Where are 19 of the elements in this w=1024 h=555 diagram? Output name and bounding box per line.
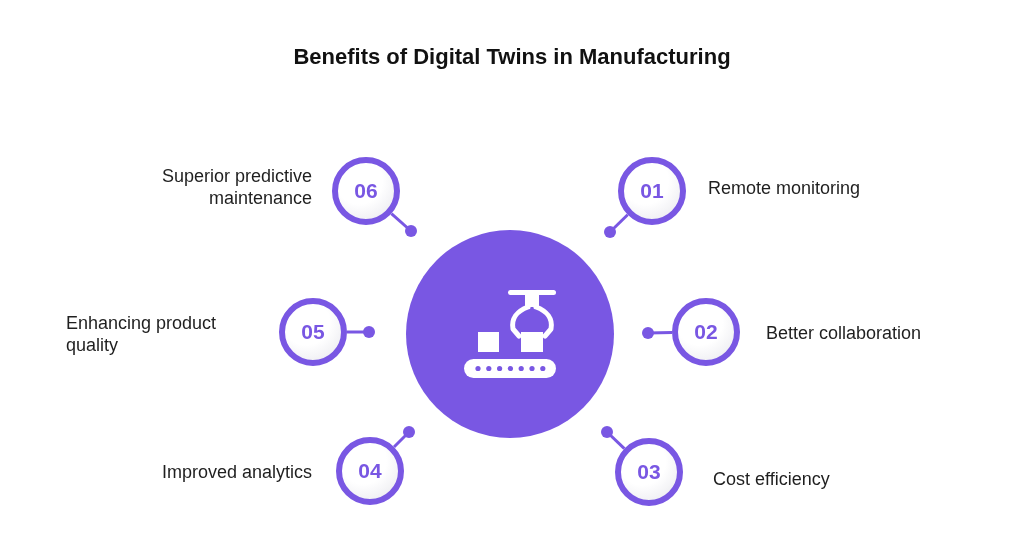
- benefit-label: Improved analytics: [160, 461, 312, 483]
- connector-line: [392, 426, 415, 449]
- step-number: 06: [354, 179, 378, 203]
- connector-line: [601, 426, 626, 450]
- benefit-label: Remote monitoring: [708, 177, 861, 199]
- step-number: 05: [301, 320, 325, 344]
- connector-line: [642, 327, 673, 339]
- benefit-label: Enhancing product quality: [66, 312, 218, 356]
- step-number: 04: [358, 459, 382, 483]
- benefit-label: Superior predictive maintenance: [160, 165, 312, 209]
- step-number: 03: [637, 460, 661, 484]
- step-number: 02: [694, 320, 718, 344]
- connector-line: [390, 212, 417, 237]
- connector-line: [604, 213, 629, 238]
- title: Benefits of Digital Twins in Manufacturing: [293, 43, 731, 71]
- connector-line: [347, 326, 375, 338]
- benefit-label: Better collaboration: [766, 322, 922, 344]
- step-number: 01: [640, 179, 664, 203]
- benefit-label: Cost efficiency: [713, 468, 830, 490]
